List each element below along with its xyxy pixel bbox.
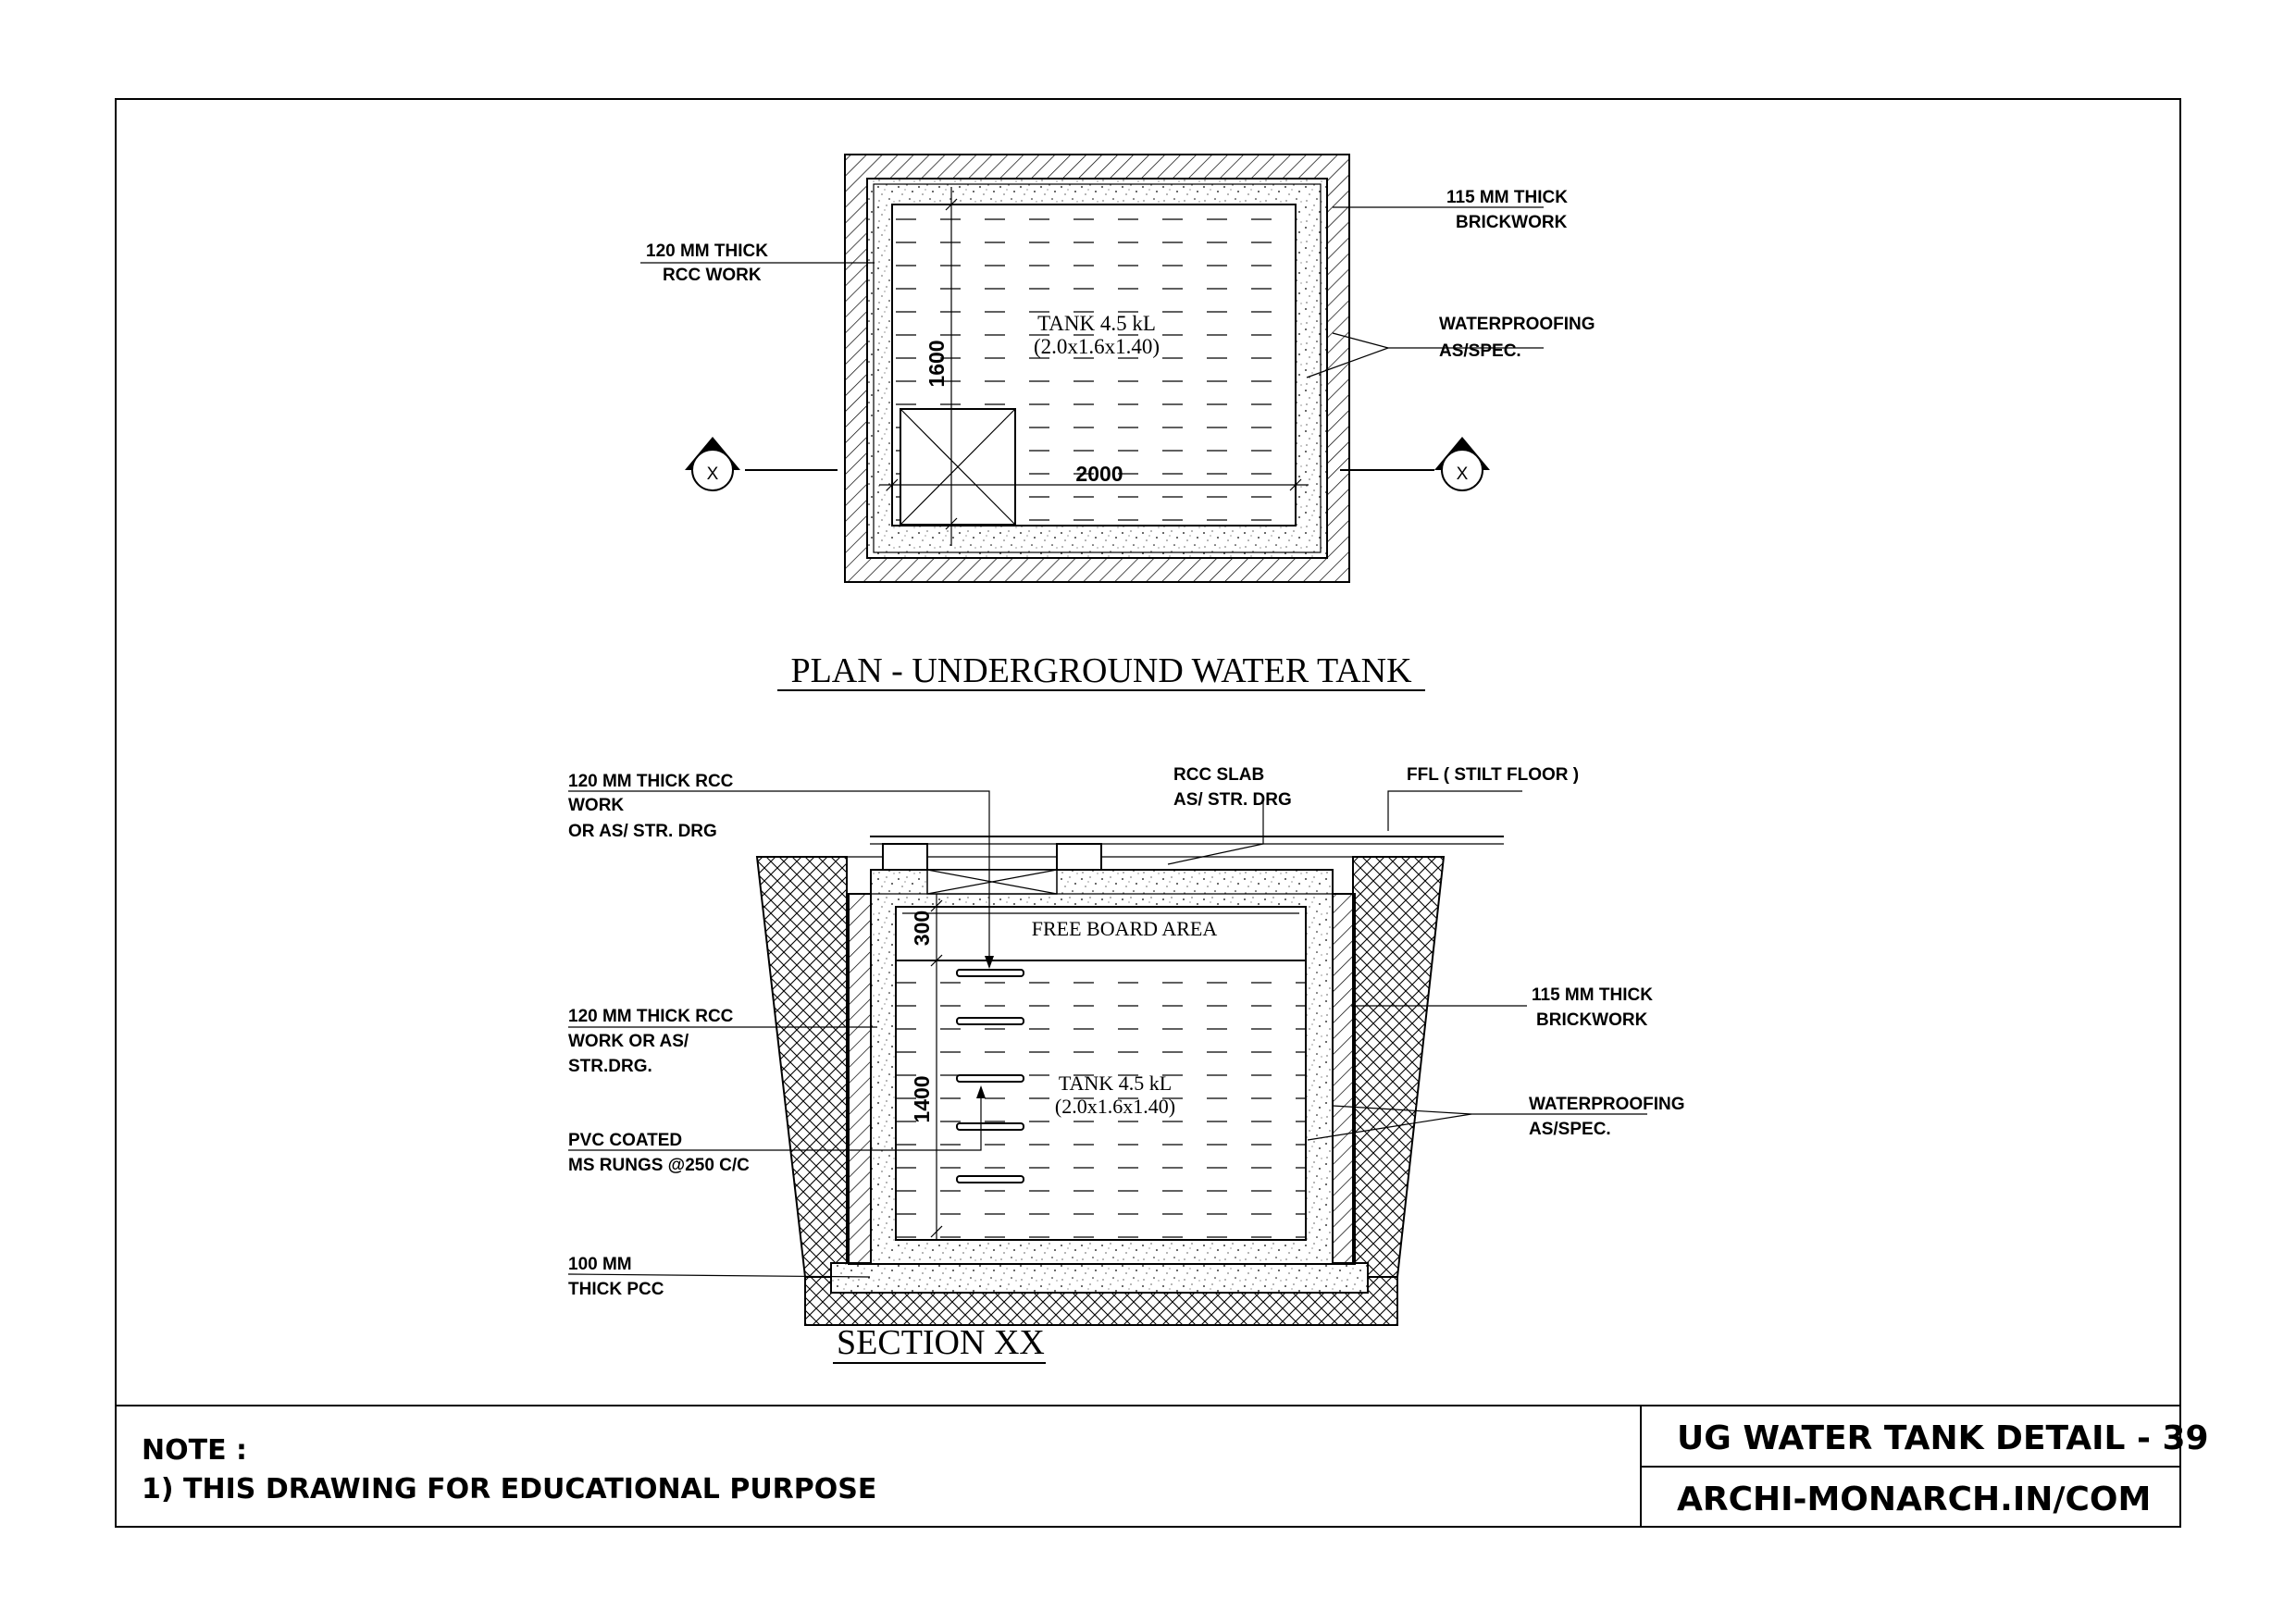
plan-label-brick-line2: BRICKWORK: [1456, 213, 1568, 232]
website: ARCHI-MONARCH.IN/COM: [1677, 1481, 2151, 1518]
plan-dim-width: 1600: [925, 340, 949, 387]
section-label-rungs-line1: PVC COATED: [568, 1131, 682, 1150]
svg-text:X: X: [707, 465, 719, 484]
plan-tank-size: (2.0x1.6x1.40): [1034, 335, 1160, 358]
plan-label-wp-line2: AS/SPEC.: [1439, 341, 1521, 361]
sheet-title: UG WATER TANK DETAIL - 39: [1677, 1419, 2209, 1457]
plan-label-rcc-line1: 120 MM THICK: [646, 242, 768, 261]
section-label-brick-line1: 115 MM THICK: [1532, 985, 1653, 1005]
section-label-rcc-wall-line3: STR.DRG.: [568, 1057, 652, 1076]
section-label-rcc-top-line1: 120 MM THICK RCC: [568, 772, 734, 791]
section-label-brick-line2: BRICKWORK: [1536, 1010, 1648, 1030]
section-dim-freeboard: 300: [910, 911, 934, 946]
plan-label-wp-line1: WATERPROOFING: [1439, 315, 1595, 334]
section-dim-depth: 1400: [910, 1075, 934, 1122]
section-tank-size: (2.0x1.6x1.40): [1055, 1095, 1175, 1118]
section-label-rcc-top-line2: WORK: [568, 796, 624, 815]
note-line: 1) THIS DRAWING FOR EDUCATIONAL PURPOSE: [142, 1473, 876, 1505]
plan-view: 2000 1600 TANK 4.5 kL (2.0x1.6x1.40) X X…: [640, 154, 1595, 691]
section-label-ffl: FFL ( STILT FLOOR ): [1407, 765, 1579, 785]
plan-tank-capacity: TANK 4.5 kL: [1037, 312, 1156, 335]
section-brick-wall-left: [848, 893, 872, 1265]
section-marker-right: X: [1340, 437, 1490, 491]
section-title: SECTION XX: [837, 1323, 1045, 1362]
section-marker-left: X: [685, 437, 838, 491]
section-free-board-label: FREE BOARD AREA: [1032, 917, 1218, 940]
plan-label-brick-line1: 115 MM THICK: [1446, 188, 1568, 207]
section-label-pcc-line2: THICK PCC: [568, 1280, 664, 1299]
plan-dim-length: 2000: [1075, 462, 1123, 486]
section-label-slab-line1: RCC SLAB: [1173, 765, 1264, 785]
plan-title: PLAN - UNDERGROUND WATER TANK: [790, 651, 1412, 690]
sheet-border: [115, 98, 2181, 1528]
section-label-rcc-wall-line2: WORK OR AS/: [568, 1032, 689, 1051]
section-label-rcc-top-line3: OR AS/ STR. DRG: [568, 822, 717, 841]
section-label-rcc-wall-line1: 120 MM THICK RCC: [568, 1007, 734, 1026]
section-rungs: [956, 969, 1024, 1183]
section-label-pcc-line1: 100 MM: [568, 1255, 632, 1274]
section-brick-wall-right: [1332, 893, 1356, 1265]
section-tank-capacity: TANK 4.5 kL: [1059, 1072, 1172, 1095]
section-earth-left: [755, 856, 848, 1278]
note-heading: NOTE :: [142, 1434, 247, 1467]
section-view: 300 1400 FREE BOARD AREA TANK 4.5 kL (2.…: [567, 765, 1685, 1364]
section-earth-right: [1352, 856, 1446, 1278]
section-label-wp-line1: WATERPROOFING: [1529, 1095, 1685, 1114]
plan-label-rcc-line2: RCC WORK: [663, 266, 762, 285]
svg-text:X: X: [1457, 465, 1469, 484]
section-label-wp-line2: AS/SPEC.: [1529, 1120, 1611, 1139]
section-label-rungs-line2: MS RUNGS @250 C/C: [568, 1156, 750, 1175]
section-label-slab-line2: AS/ STR. DRG: [1173, 790, 1292, 810]
